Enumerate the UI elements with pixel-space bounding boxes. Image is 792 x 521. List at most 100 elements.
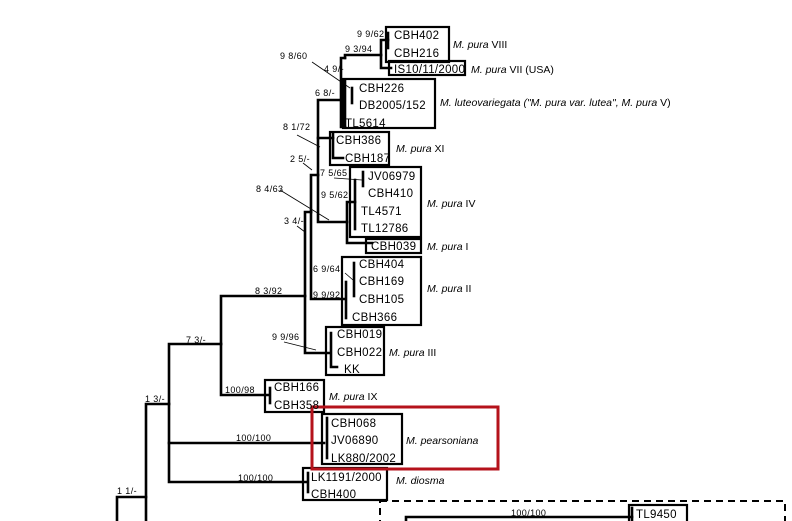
tick-pura-xi — [331, 131, 345, 160]
support-values: 9 9/62 9 3/94 9 8/60 4 9/- 6 8/- 8 1/72 … — [117, 29, 546, 518]
leader-81-72 — [296, 134, 321, 148]
box-pura-ix — [263, 378, 326, 414]
taxon-label: CBH402 — [394, 30, 439, 42]
branch-13 — [144, 402, 171, 521]
highlight-pearsoniana — [310, 405, 500, 471]
taxon-label: IS10/11/2000 — [394, 64, 465, 76]
taxon-label: CBH216 — [394, 48, 439, 60]
taxon-label: CBH039 — [371, 241, 416, 253]
box-pura-ii — [340, 255, 423, 327]
clade-name-pura-iv: M. pura IV — [427, 198, 475, 210]
branch-pura-iii — [303, 294, 331, 355]
taxon-label: JV06890 — [331, 435, 379, 447]
taxon-label: CBH105 — [359, 294, 404, 306]
support-68: 6 8/- — [315, 88, 335, 98]
leader-84-63 — [279, 189, 330, 221]
support-100-98: 100/98 — [225, 385, 255, 395]
leader-34 — [296, 225, 306, 233]
leader-75-65 — [333, 177, 363, 181]
branch-pura-ix — [219, 342, 270, 397]
box-pura-i — [364, 237, 423, 255]
taxon-label: TL12786 — [361, 223, 409, 235]
branch-34-vertical — [303, 210, 313, 298]
support-100-100-diosma: 100/100 — [238, 473, 273, 483]
clade-name-pura-xi: M. pura XI — [396, 143, 444, 155]
box-luteovariegata — [341, 77, 437, 130]
branch-83 — [219, 294, 307, 346]
support-100-100-pearsoniana: 100/100 — [236, 433, 271, 443]
box-pearsoniana — [320, 412, 404, 466]
taxon-label: LK1191/2000 — [311, 472, 382, 484]
support-99-92: 9 9/92 — [313, 290, 340, 300]
branch-11 — [115, 495, 148, 521]
leader-lines — [279, 61, 363, 351]
clade-boxes — [263, 25, 786, 521]
support-69-64: 6 9/64 — [313, 264, 340, 274]
tree-branches — [115, 31, 634, 521]
support-73: 7 3/- — [186, 335, 206, 345]
clade-name-diosma: M. diosma — [396, 475, 445, 487]
clade-name-pearsoniana: M. pearsoniana — [406, 435, 479, 447]
support-83-92: 8 3/92 — [255, 286, 282, 296]
branch-25 — [309, 173, 320, 214]
clade-name-pura-viii: M. pura VIII — [453, 39, 507, 51]
taxon-label: CBH400 — [311, 489, 356, 501]
support-11: 1 1/- — [117, 486, 137, 496]
support-95-62: 9 5/62 — [321, 190, 348, 200]
support-99-62: 9 9/62 — [357, 29, 384, 39]
clade-name-luteovariegata: M. luteovariegata ("M. pura var. lutea",… — [440, 97, 671, 109]
support-98-60: 9 8/60 — [280, 51, 307, 61]
branch-diosma — [167, 441, 308, 484]
clade-name-pura-vii: M. pura VII (USA) — [471, 64, 554, 76]
taxon-label: CBH187 — [345, 153, 390, 165]
leader-99-96 — [283, 341, 317, 351]
branch-pura-vii — [379, 53, 393, 70]
clade-name-pura-i: M. pura I — [427, 241, 468, 253]
branch-pura-ii — [309, 210, 347, 301]
taxon-label: CBH410 — [368, 188, 413, 200]
support-25: 2 5/- — [290, 154, 310, 164]
branch-pura-iv-i — [345, 220, 374, 245]
clade-name-pura-ix: M. pura IX — [329, 391, 377, 403]
branch-tl9450 — [404, 515, 634, 521]
branch-93 — [339, 56, 347, 102]
taxon-label: CBH358 — [274, 400, 319, 412]
clade-name-pura-ii: M. pura II — [427, 283, 471, 295]
support-93-94: 9 3/94 — [345, 44, 372, 54]
taxon-label: JV06979 — [368, 171, 416, 183]
branch-84 — [316, 173, 349, 224]
box-pura-iv — [348, 165, 423, 239]
taxon-label: TL4571 — [361, 206, 402, 218]
branch-pura-iv — [345, 200, 357, 224]
support-100-100-tl9450: 100/100 — [511, 508, 546, 518]
tick-pura-iii — [329, 331, 339, 369]
taxon-label: CBH226 — [359, 83, 404, 95]
taxon-label: CBH169 — [359, 276, 404, 288]
branch-93b — [343, 53, 383, 60]
taxon-label: KK — [344, 364, 360, 376]
support-49: 4 9/- — [324, 64, 344, 74]
taxon-label: CBH404 — [359, 259, 405, 271]
clade-name-pura-iii: M. pura III — [389, 347, 436, 359]
taxon-label: TL9450 — [636, 509, 677, 521]
taxon-label: LK880/2002 — [331, 453, 396, 465]
box-pura-xi — [328, 130, 391, 167]
box-pura-vii — [387, 59, 467, 77]
branch-68 — [316, 98, 343, 140]
support-75-65: 7 5/65 — [320, 168, 347, 178]
box-tl9450 — [627, 503, 689, 521]
support-84-63: 8 4/63 — [256, 184, 283, 194]
taxon-label: CBH166 — [274, 382, 319, 394]
branch-73-stem — [167, 342, 223, 406]
support-13: 1 3/- — [145, 394, 165, 404]
support-81-72: 8 1/72 — [283, 122, 310, 132]
box-pura-iii — [324, 325, 386, 377]
taxon-label: CBH019 — [337, 329, 382, 341]
leader-69-64 — [344, 272, 354, 281]
taxon-label: CBH022 — [337, 347, 382, 359]
taxon-label: TL5614 — [345, 118, 386, 130]
taxon-label: DB2005/152 — [359, 100, 426, 112]
clade-names: M. pura VIII M. pura VII (USA) M. luteov… — [329, 39, 671, 487]
taxon-label: CBH068 — [331, 418, 376, 430]
